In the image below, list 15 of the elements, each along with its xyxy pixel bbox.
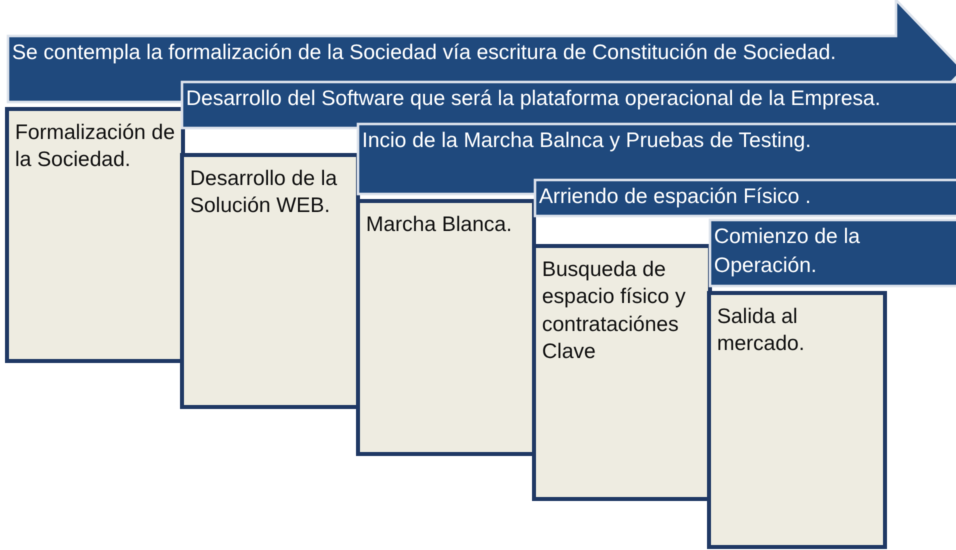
step-heading: Se contempla la formalización de la Sociedad vía escritura de Constitución de Sociedad. [12,40,838,66]
step-box [532,244,712,501]
step-heading: Comienzo de la Operación. [714,224,861,280]
step-text: Marcha Blanca. [366,212,513,238]
step-text: Busqueda de espacio físico y contrataciónes Clave [542,257,687,365]
step-box [356,199,536,456]
step-text: Desarrollo de la Solución WEB. [190,166,338,220]
step-box [180,153,360,409]
step-heading: Arriendo de espación Físico . [539,184,812,210]
step-text: Salida al mercado. [717,304,806,358]
step-heading: Incio de la Marcha Balnca y Pruebas de Testing. [362,128,812,154]
step-heading: Desarrollo del Software que será la plataforma operacional de la Empresa. [186,86,882,112]
step-box [5,107,185,363]
step-box [707,291,887,549]
step-text: Formalización de la Sociedad. [15,120,175,174]
